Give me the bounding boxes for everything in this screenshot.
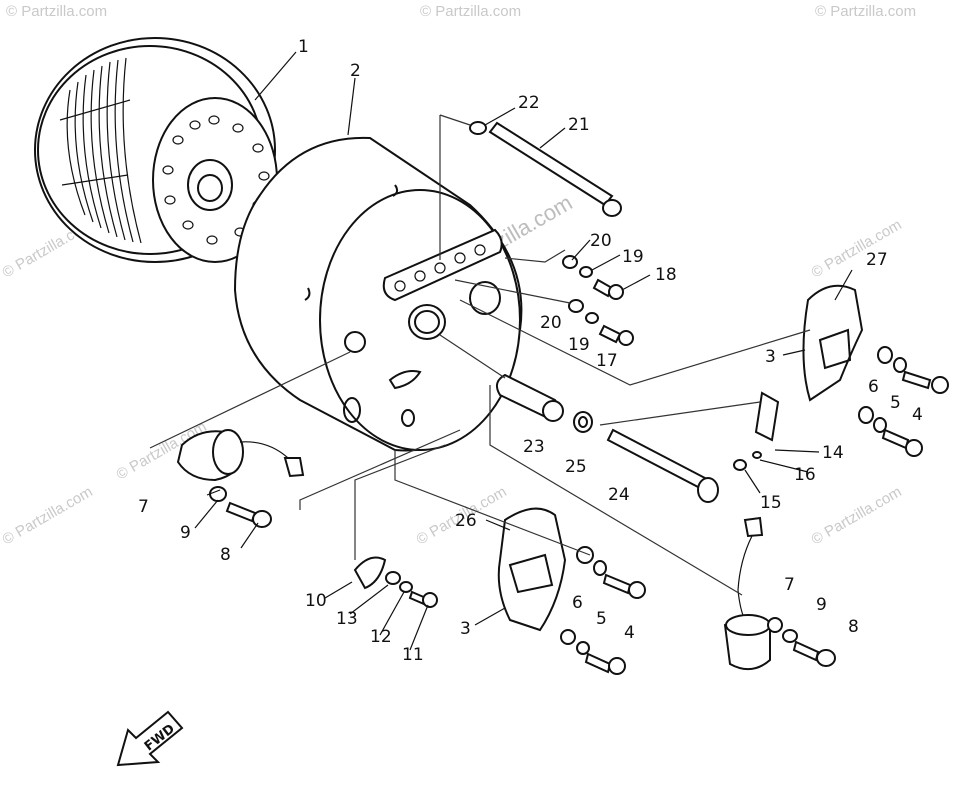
callout-3: 3 — [460, 619, 471, 639]
callout-6: 6 — [868, 377, 879, 397]
washer-25 — [573, 411, 593, 433]
callout-5: 5 — [890, 393, 901, 413]
callout-1: 1 — [298, 37, 309, 57]
callout-26: 26 — [455, 511, 477, 531]
callout-13: 13 — [336, 609, 358, 629]
watermark: © Partzilla.com — [0, 483, 96, 548]
lubricator-felt — [353, 556, 438, 608]
callout-10: 10 — [305, 591, 327, 611]
callout-24: 24 — [608, 485, 630, 505]
condenser-left — [176, 429, 305, 528]
callout-22: 22 — [518, 93, 540, 113]
callout-labels: 1 2 22 21 20 19 18 20 19 17 27 3 6 5 4 1… — [138, 37, 923, 665]
callout-12: 12 — [370, 627, 392, 647]
watermark: © Partzilla.com — [6, 3, 107, 20]
watermark: © Partzilla.com — [809, 216, 905, 281]
forward-arrow-icon: FWD — [116, 710, 184, 767]
callout-4: 4 — [624, 623, 635, 643]
callout-16: 16 — [794, 465, 816, 485]
bolt-24 — [606, 428, 719, 503]
callout-20: 20 — [540, 313, 562, 333]
callout-14: 14 — [822, 443, 844, 463]
callout-5: 5 — [596, 609, 607, 629]
callout-7: 7 — [784, 575, 795, 595]
watermark: © Partzilla.com — [809, 483, 905, 548]
callout-19: 19 — [622, 247, 644, 267]
callout-11: 11 — [402, 645, 424, 665]
callout-25: 25 — [565, 457, 587, 477]
condenser-right — [723, 516, 836, 671]
leader-lines — [194, 51, 853, 651]
callout-27: 27 — [866, 250, 888, 270]
callout-9: 9 — [816, 595, 827, 615]
callout-17: 17 — [596, 351, 618, 371]
callout-21: 21 — [568, 115, 590, 135]
rotor-assembly — [34, 37, 278, 263]
shaft-23 — [495, 373, 564, 422]
callout-20: 20 — [590, 231, 612, 251]
callout-3: 3 — [765, 347, 776, 367]
watermark: © Partzilla.com — [420, 3, 521, 20]
contact-breaker-upper — [733, 284, 949, 471]
callout-8: 8 — [220, 545, 231, 565]
callout-8: 8 — [848, 617, 859, 637]
long-bolt-21 — [469, 121, 622, 217]
callout-2: 2 — [350, 61, 361, 81]
stator-housing — [233, 136, 523, 452]
callout-18: 18 — [655, 265, 677, 285]
assembly-lines — [149, 114, 811, 596]
watermark: © Partzilla.com — [815, 3, 916, 20]
callout-6: 6 — [572, 593, 583, 613]
callout-7: 7 — [138, 497, 149, 517]
callout-4: 4 — [912, 405, 923, 425]
contact-breaker-lower — [497, 507, 646, 675]
callout-9: 9 — [180, 523, 191, 543]
small-screws — [562, 255, 634, 346]
callout-19: 19 — [568, 335, 590, 355]
callout-15: 15 — [760, 493, 782, 513]
callout-23: 23 — [523, 437, 545, 457]
